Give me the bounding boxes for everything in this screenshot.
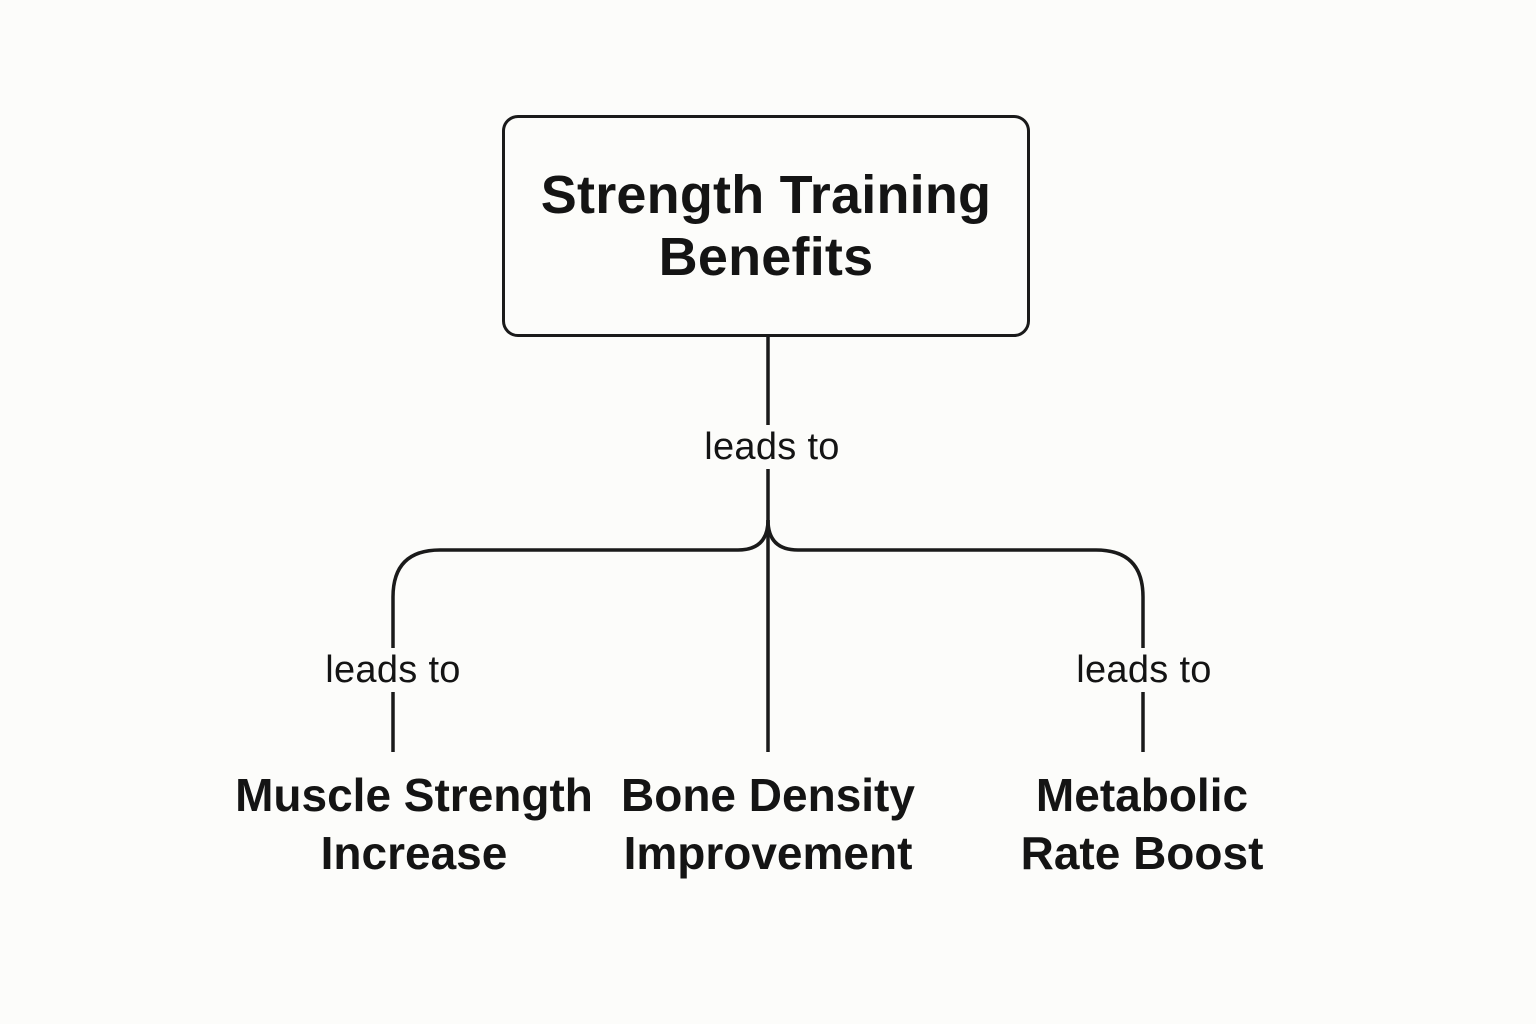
leaf-metabolic-rate: Metabolic Rate Boost — [942, 766, 1342, 882]
root-node: Strength Training Benefits — [502, 115, 1030, 337]
root-node-title: Strength Training Benefits — [531, 164, 1001, 288]
edge-label-left: leads to — [309, 648, 477, 692]
root-title-line-1: Strength Training — [540, 165, 992, 225]
leaf-muscle-line-2: Increase — [320, 827, 508, 879]
right-branch-connector — [766, 519, 1145, 752]
leaf-muscle-strength: Muscle Strength Increase — [214, 766, 614, 882]
leaf-metabolic-line-2: Rate Boost — [1020, 827, 1264, 879]
leaf-muscle-line-1: Muscle Strength — [235, 769, 593, 821]
edge-label-right: leads to — [1060, 648, 1228, 692]
leaf-bone-line-2: Improvement — [623, 827, 913, 879]
root-title-line-2: Benefits — [658, 227, 874, 287]
leaf-bone-line-1: Bone Density — [621, 769, 915, 821]
edge-label-center: leads to — [688, 425, 856, 469]
leaf-metabolic-line-1: Metabolic — [1035, 769, 1249, 821]
left-branch-connector — [391, 519, 770, 752]
leaf-bone-density: Bone Density Improvement — [568, 766, 968, 882]
